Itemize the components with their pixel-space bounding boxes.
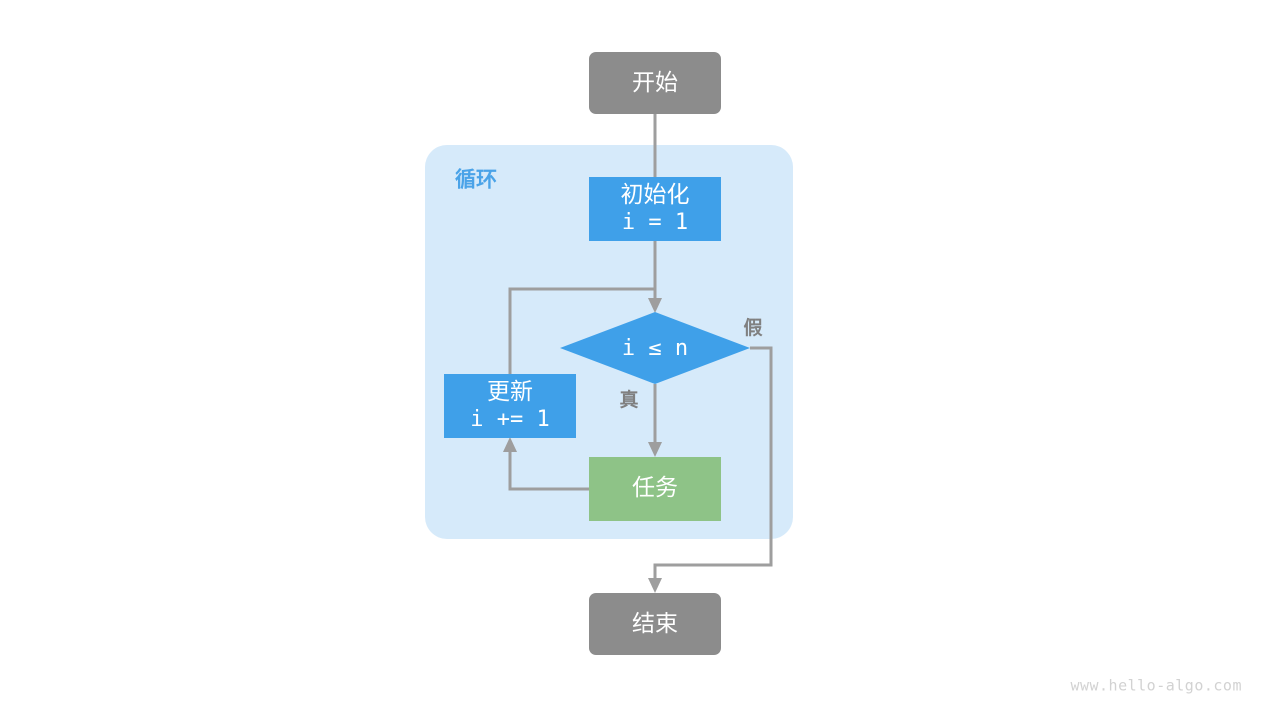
- node-init-label: 初始化: [621, 181, 690, 207]
- node-end[interactable]: [589, 593, 721, 655]
- edge-label-false: 假: [743, 316, 762, 339]
- arrowhead-condition-to-task: [648, 442, 662, 457]
- node-update-expression: i += 1: [470, 407, 549, 432]
- node-update[interactable]: [444, 374, 576, 438]
- node-task-label: 任务: [632, 474, 678, 500]
- connector-update-to-condition: [508, 287, 655, 374]
- node-condition-expression: i ≤ n: [622, 336, 688, 361]
- node-init[interactable]: [589, 177, 721, 241]
- node-condition[interactable]: [560, 312, 750, 384]
- arrowhead-condition-to-end: [648, 578, 662, 593]
- node-init-expression: i = 1: [622, 210, 688, 235]
- connector-condition-to-end: [653, 346, 773, 583]
- arrowhead-task-to-update: [503, 437, 517, 452]
- edge-label-true: 真: [619, 388, 638, 411]
- watermark: www.hello-algo.com: [1070, 677, 1242, 695]
- node-task[interactable]: [589, 457, 721, 521]
- node-update-label: 更新: [487, 378, 533, 404]
- node-start[interactable]: [589, 52, 721, 114]
- node-start-label: 开始: [632, 69, 678, 95]
- loop-group-label: 循环: [455, 168, 497, 192]
- arrowhead-init-to-condition: [648, 298, 662, 313]
- connector-task-to-update: [508, 448, 589, 491]
- node-end-label: 结束: [632, 610, 678, 636]
